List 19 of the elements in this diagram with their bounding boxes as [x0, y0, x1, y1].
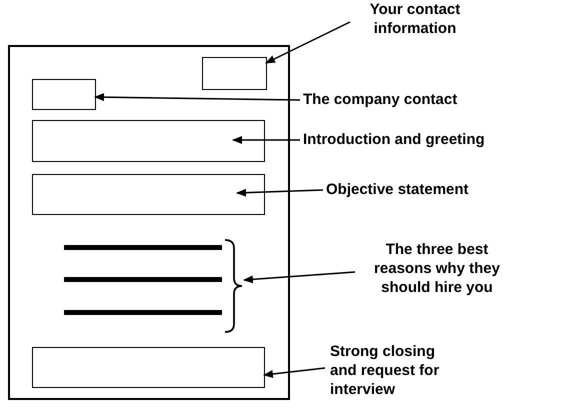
section-box	[32, 174, 265, 215]
callout-text: Your contact information	[345, 0, 485, 42]
section-box	[32, 347, 265, 388]
callout-text: Objective statement	[326, 180, 526, 200]
section-box	[32, 120, 265, 162]
leader-arrow	[265, 21, 350, 64]
section-box	[202, 57, 267, 90]
leader-arrow	[94, 93, 300, 102]
leader-arrow	[232, 136, 300, 144]
callout-text: The company contact	[303, 90, 528, 110]
callout-text: Strong closing and request for interview	[330, 342, 465, 402]
callout-text: The three best reasons why they should hire you	[362, 240, 512, 300]
callout-text: Introduction and greeting	[303, 130, 561, 150]
leader-arrow	[263, 367, 326, 378]
section-box	[32, 79, 96, 110]
leader-arrow	[243, 271, 356, 284]
leader-arrow	[236, 188, 324, 197]
letter-page	[8, 45, 290, 400]
bracket	[224, 238, 244, 334]
